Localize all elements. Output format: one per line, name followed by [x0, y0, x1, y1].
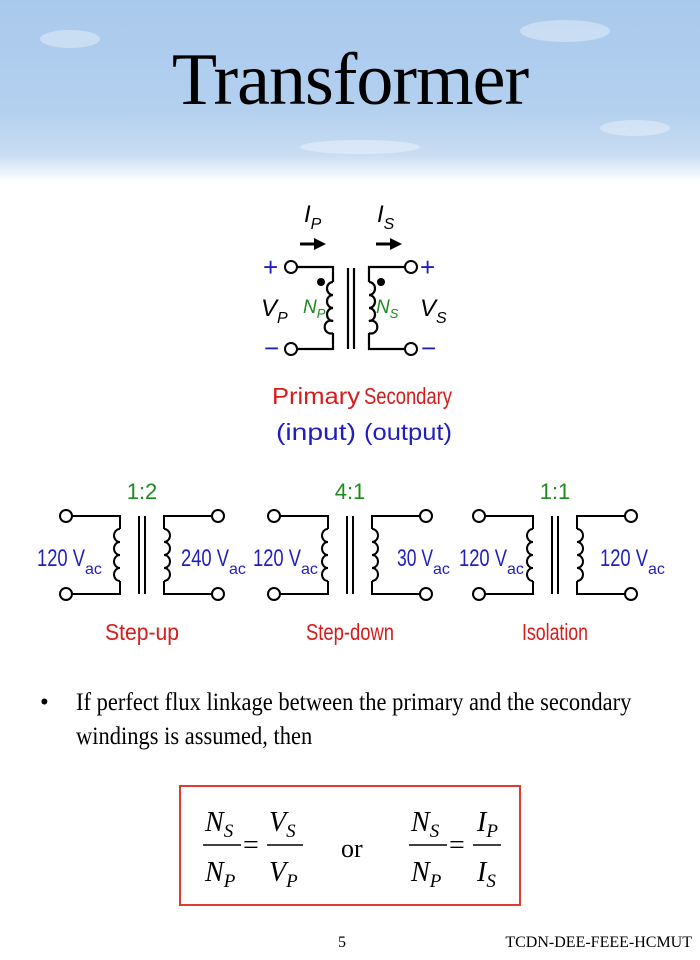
type-label: Isolation: [522, 619, 588, 645]
secondary-label: Secondary: [364, 383, 452, 409]
terminal-circle: [404, 342, 418, 356]
eq-r-denominator: IS: [476, 857, 496, 892]
terminal-circle: [284, 342, 298, 356]
output-voltage-label: 30 Vac: [397, 545, 450, 578]
bullet-symbol: •: [40, 689, 49, 716]
minus-sign-primary: −: [264, 333, 279, 363]
eq-mid-numerator: VS: [269, 807, 296, 842]
ratio-label: 4:1: [335, 479, 366, 504]
bullet-paragraph: • If perfect flux linkage between the pr…: [40, 686, 660, 754]
eq-left-denominator: NP: [204, 857, 236, 892]
plus-sign-secondary: +: [420, 252, 435, 282]
voltage-secondary-label: VS: [420, 295, 447, 327]
polarity-dot: [317, 278, 325, 286]
example-isolation: 1:1 120 Vac 120 Vac Isolation: [459, 479, 665, 645]
minus-sign-secondary: −: [421, 333, 436, 363]
equals-sign: =: [449, 830, 465, 861]
turns-primary-label: NP: [303, 297, 326, 321]
primary-sub-label: (input): [276, 419, 356, 445]
current-arrow-primary: [300, 238, 326, 250]
banner-texture: [40, 30, 100, 48]
current-primary-label: IP: [304, 201, 322, 233]
polarity-dot: [377, 278, 385, 286]
type-label: Step-down: [306, 619, 394, 645]
equals-sign: =: [243, 830, 259, 861]
example-step-down: 4:1 120 Vac 30 Vac Step-down: [253, 479, 450, 645]
ratio-label: 1:2: [127, 479, 158, 504]
output-voltage-label: 240 Vac: [181, 545, 246, 578]
page-number: 5: [338, 934, 346, 951]
eq-right-denominator: NP: [410, 857, 442, 892]
or-text: or: [341, 834, 363, 863]
voltage-primary-label: VP: [261, 295, 288, 327]
output-voltage-label: 120 Vac: [600, 545, 665, 578]
transformer-examples: 1:2 120 Vac 240 Vac Step-up 4:1 120 Vac …: [37, 479, 665, 645]
current-arrow-secondary: [376, 238, 402, 250]
example-step-up: 1:2 120 Vac 240 Vac Step-up: [37, 479, 246, 645]
equation-box: [179, 785, 521, 906]
turns-secondary-label: NS: [376, 297, 399, 321]
plus-sign-primary: +: [263, 252, 278, 282]
input-voltage-label: 120 Vac: [37, 545, 102, 578]
eq-left-numerator: NS: [204, 807, 234, 842]
ratio-label: 1:1: [540, 479, 571, 504]
equation: NS NP = VS VP or NS NP = IP IS: [203, 807, 501, 892]
secondary-sub-label: (output): [364, 419, 452, 445]
banner-texture: [600, 120, 670, 136]
type-label: Step-up: [105, 619, 179, 645]
bullet-text: If perfect flux linkage between the prim…: [76, 689, 632, 750]
slide-title: Transformer: [171, 39, 529, 121]
transformer-diagram: IP IS + + − − VP VS NP NS Primary (input…: [261, 201, 452, 445]
terminal-circle: [284, 260, 298, 274]
input-voltage-label: 120 Vac: [253, 545, 318, 578]
input-voltage-label: 120 Vac: [459, 545, 524, 578]
terminal-circle: [404, 260, 418, 274]
banner-texture: [520, 20, 610, 42]
banner-texture: [300, 140, 420, 154]
footer-text: TCDN-DEE-FEEE-HCMUT: [505, 934, 692, 951]
header-banner: [0, 0, 700, 182]
primary-label: Primary: [272, 383, 361, 409]
eq-r-numerator: IP: [476, 807, 498, 842]
current-secondary-label: IS: [377, 201, 395, 233]
eq-right-numerator: NS: [410, 807, 440, 842]
eq-mid-denominator: VP: [269, 857, 298, 892]
